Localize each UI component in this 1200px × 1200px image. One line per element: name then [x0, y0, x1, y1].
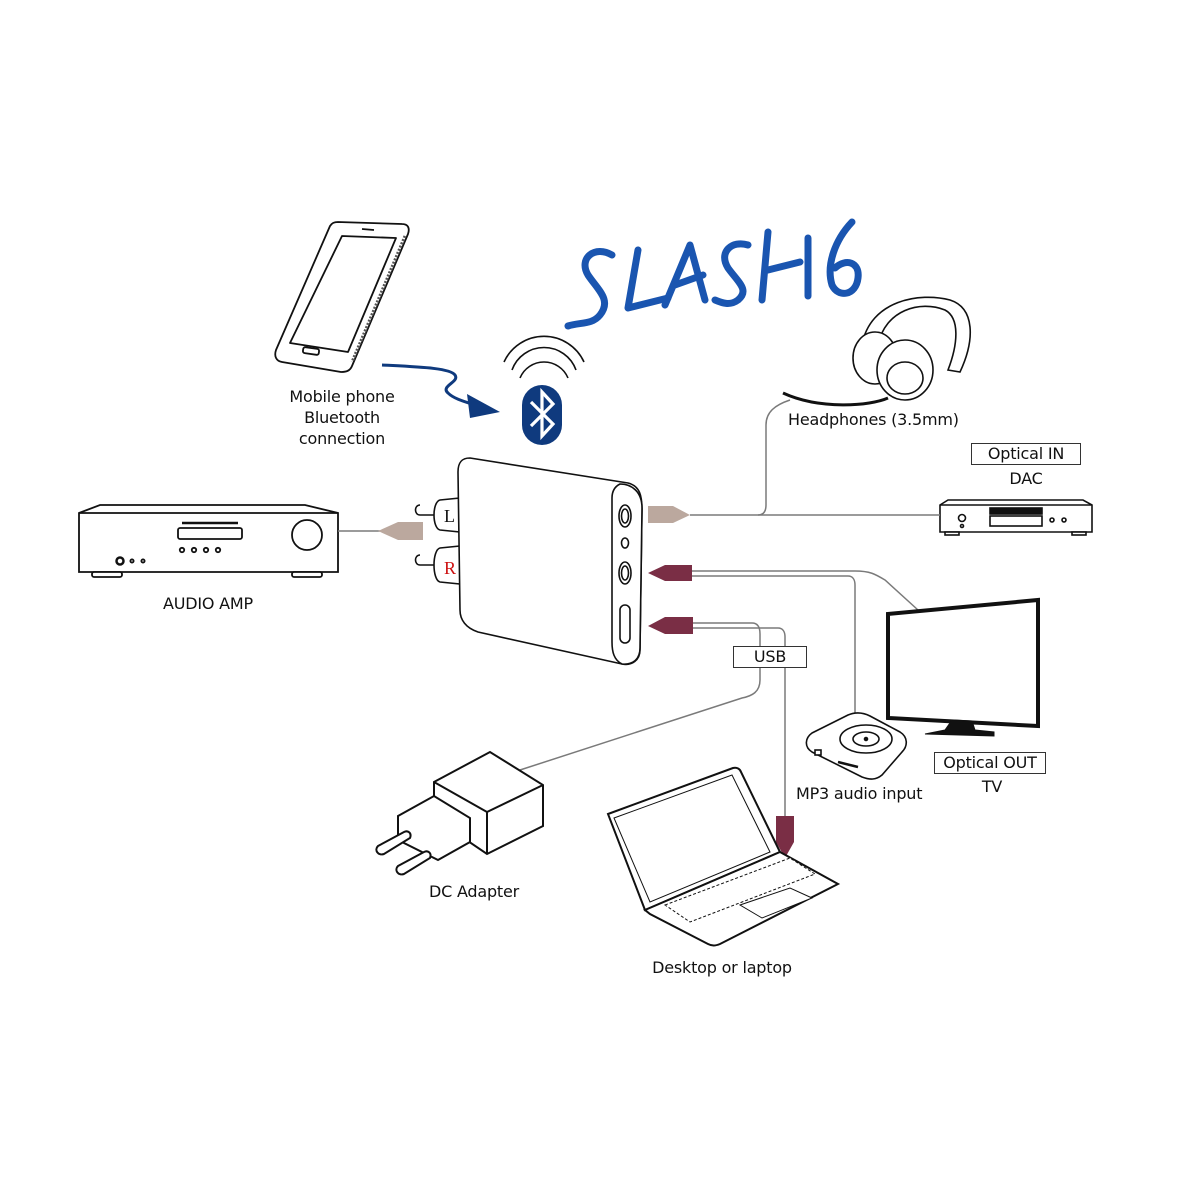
tv-icon: [886, 597, 1040, 737]
headphone-connector: [648, 506, 690, 523]
usb-connector: [648, 617, 693, 634]
dac-label: DAC: [1009, 469, 1043, 488]
mobile-phone-label-line-1: Mobile phone: [289, 387, 395, 406]
dc-adapter-icon: [375, 750, 544, 876]
dac-port-label: Optical IN: [971, 443, 1081, 465]
headphone-cable: [757, 399, 791, 516]
tv-label: TV: [981, 777, 1003, 796]
slash6-title: [564, 218, 862, 330]
mp3-cable: [692, 575, 856, 715]
slash6-hub: [414, 457, 643, 666]
dac-icon: [939, 499, 1093, 536]
tv-port-label: Optical OUT: [934, 752, 1046, 774]
laptop-label: Desktop or laptop: [652, 958, 792, 977]
audio-amp-label: AUDIO AMP: [163, 594, 253, 613]
bluetooth-arrow: [381, 363, 500, 418]
laptop-usb-connector: [776, 816, 794, 858]
headphones-icon: [782, 296, 971, 407]
mobile-phone-label: Mobile phone Bluetooth connection: [262, 386, 422, 449]
mobile-phone-label-line-3: connection: [298, 429, 386, 448]
mp3-player-icon: [805, 712, 908, 780]
bluetooth-icon: [503, 335, 585, 445]
headphones-label: Headphones (3.5mm): [788, 410, 959, 429]
mobile-phone-icon: [274, 221, 410, 373]
optical-in-connector: [648, 565, 692, 581]
mobile-phone-label-line-2: Bluetooth: [304, 408, 380, 427]
hub-right-label: R: [444, 558, 456, 578]
audio-amp-icon: [78, 504, 339, 578]
usb-port-label: USB: [733, 646, 807, 668]
dc-adapter-label: DC Adapter: [428, 882, 520, 901]
usb-data-cable: [693, 627, 786, 818]
hub-left-label: L: [444, 506, 455, 526]
laptop-icon: [606, 766, 841, 947]
mp3-label: MP3 audio input: [796, 784, 923, 803]
rca-connector: [378, 522, 423, 540]
tv-cable: [692, 570, 919, 611]
